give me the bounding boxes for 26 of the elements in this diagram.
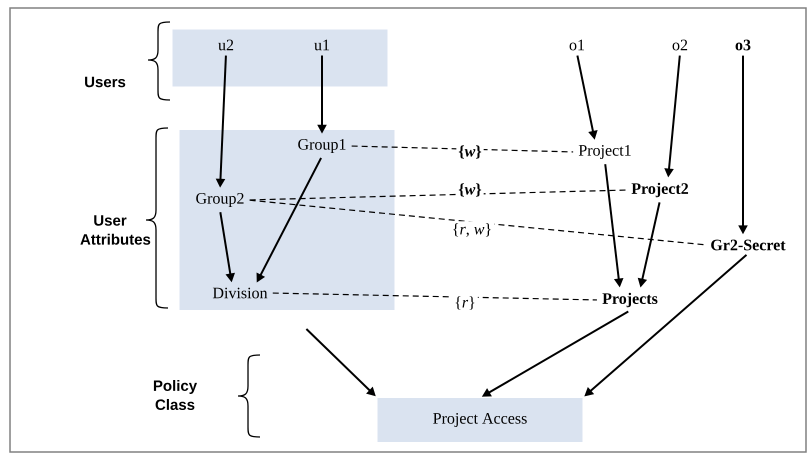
node-label: Division — [212, 288, 268, 298]
dashed-connector — [352, 145, 574, 153]
node-label: Gr2-Secret — [711, 240, 786, 250]
node-label: Project2 — [632, 182, 688, 198]
node-label: o3 — [736, 40, 750, 50]
edge-label: {w} — [456, 143, 484, 161]
dashed-connector — [250, 200, 706, 246]
node-label: Project1 — [578, 145, 631, 159]
node-label: Projects — [602, 292, 658, 308]
shaded-band — [180, 130, 394, 310]
node-label: o1 — [570, 40, 584, 50]
node-label: Group1 — [298, 139, 346, 153]
edge-label: {r, w} — [450, 221, 494, 239]
shaded-band — [172, 30, 388, 86]
edge-label: {r} — [452, 294, 478, 312]
node-label: u2 — [218, 40, 234, 50]
brace-label: Users — [85, 76, 126, 88]
dashed-connector — [272, 292, 597, 301]
brace-label: User Attributes — [80, 215, 150, 245]
dashed-connector — [250, 189, 626, 201]
node-label: u1 — [314, 40, 330, 50]
node-label: Group2 — [196, 193, 244, 207]
process-box: Project Access — [378, 398, 582, 442]
node-label: o2 — [672, 40, 688, 50]
brace-label: Policy Class — [154, 380, 198, 410]
edge-label: {w} — [456, 181, 484, 199]
